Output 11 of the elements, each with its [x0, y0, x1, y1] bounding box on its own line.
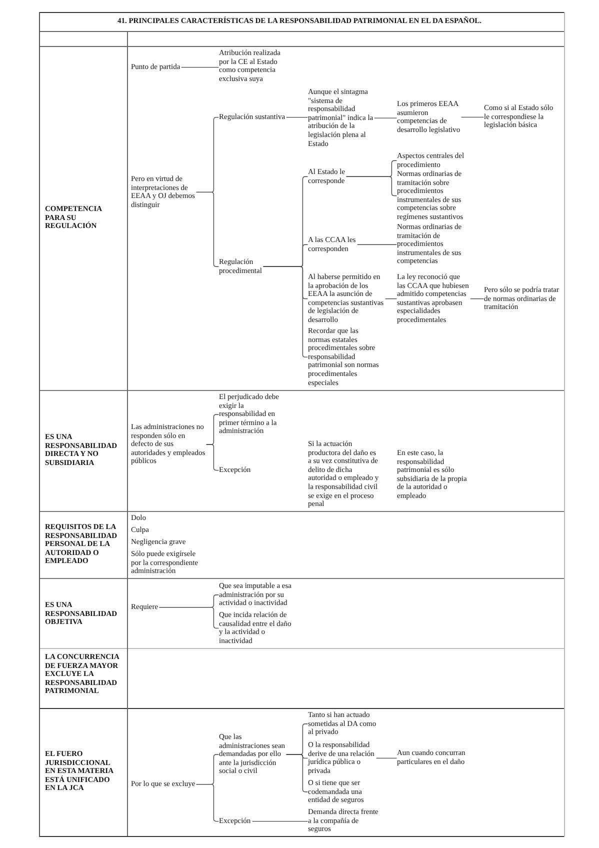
connector-line	[158, 606, 220, 629]
connector-line	[470, 298, 484, 300]
connector-line	[180, 66, 220, 68]
connector-line	[196, 784, 220, 822]
connector-line	[286, 116, 308, 118]
connector-line	[384, 298, 398, 300]
connector-line	[356, 244, 398, 245]
connector-line	[460, 116, 484, 118]
connector-line	[346, 176, 398, 196]
connector-line	[376, 758, 398, 759]
connector-line	[252, 820, 308, 822]
